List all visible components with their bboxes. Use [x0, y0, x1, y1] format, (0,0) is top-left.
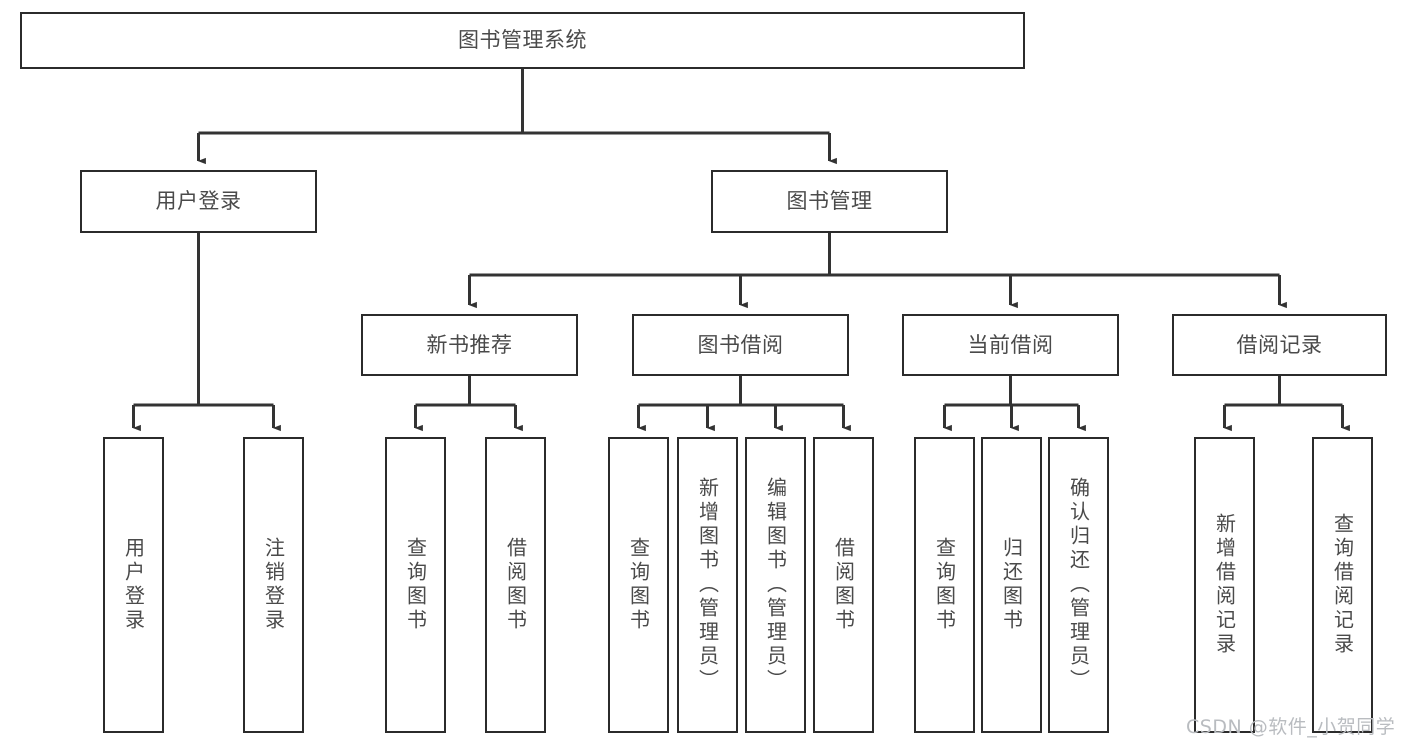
node-label: 当前借阅: [967, 332, 1054, 357]
node-label: 查询图书: [626, 537, 651, 633]
node-label: 借阅图书: [831, 537, 856, 633]
node-label: 归还图书: [999, 537, 1024, 633]
node-label: 图书管理: [786, 189, 873, 214]
node-label: 注销登录: [261, 537, 286, 633]
node-label: 新书推荐: [426, 332, 513, 357]
node-leaf-borrow-1[interactable]: 借阅图书: [485, 437, 546, 733]
node-leaf-user-login[interactable]: 用户登录: [103, 437, 164, 733]
node-leaf-logout[interactable]: 注销登录: [243, 437, 304, 733]
node-label: 查询借阅记录: [1330, 513, 1355, 657]
node-leaf-borrow-2[interactable]: 借阅图书: [813, 437, 874, 733]
node-new-book-rec[interactable]: 新书推荐: [361, 314, 578, 376]
node-label: 确认归还（管理员）: [1066, 477, 1091, 693]
node-book-borrow[interactable]: 图书借阅: [632, 314, 849, 376]
node-leaf-query-2[interactable]: 查询图书: [608, 437, 669, 733]
node-leaf-query-3[interactable]: 查询图书: [914, 437, 975, 733]
node-leaf-edit-book[interactable]: 编辑图书（管理员）: [745, 437, 806, 733]
node-borrow-record[interactable]: 借阅记录: [1172, 314, 1387, 376]
node-label: 借阅图书: [503, 537, 528, 633]
node-leaf-return[interactable]: 归还图书: [981, 437, 1042, 733]
node-label: 用户登录: [121, 537, 146, 633]
node-book-manage[interactable]: 图书管理: [711, 170, 948, 233]
node-user-login[interactable]: 用户登录: [80, 170, 317, 233]
node-leaf-confirm[interactable]: 确认归还（管理员）: [1048, 437, 1109, 733]
node-label: 新增图书（管理员）: [695, 477, 720, 693]
node-label: 图书借阅: [697, 332, 784, 357]
node-current-borrow[interactable]: 当前借阅: [902, 314, 1119, 376]
node-label: 新增借阅记录: [1212, 513, 1237, 657]
node-leaf-add-book[interactable]: 新增图书（管理员）: [677, 437, 738, 733]
node-leaf-query-rec[interactable]: 查询借阅记录: [1312, 437, 1373, 733]
node-label: 查询图书: [932, 537, 957, 633]
node-label: 用户登录: [155, 189, 242, 214]
node-label: 查询图书: [403, 537, 428, 633]
node-leaf-query-1[interactable]: 查询图书: [385, 437, 446, 733]
node-label: 编辑图书（管理员）: [763, 477, 788, 693]
node-label: 图书管理系统: [458, 28, 587, 53]
node-leaf-add-rec[interactable]: 新增借阅记录: [1194, 437, 1255, 733]
node-root[interactable]: 图书管理系统: [20, 12, 1025, 69]
node-label: 借阅记录: [1236, 332, 1323, 357]
